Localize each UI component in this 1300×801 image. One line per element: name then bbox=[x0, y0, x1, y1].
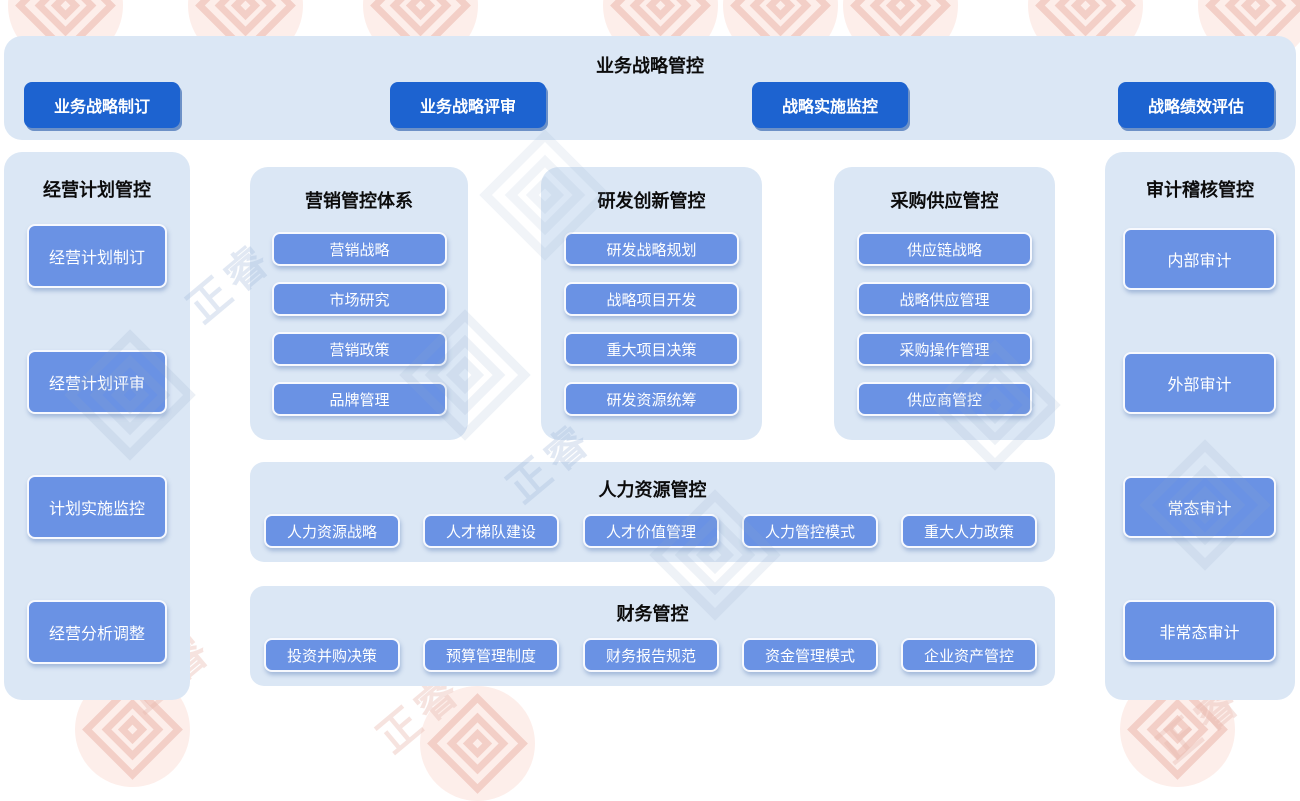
finance-item-reporting-standards[interactable]: 财务报告规范 bbox=[583, 638, 719, 672]
operating-plan-item-drafting[interactable]: 经营计划制订 bbox=[27, 224, 167, 288]
hr-item-strategy[interactable]: 人力资源战略 bbox=[264, 514, 400, 548]
marketing-title: 营销管控体系 bbox=[305, 191, 413, 211]
marketing-panel: 营销管控体系 营销战略 市场研究 营销政策 品牌管理 bbox=[250, 167, 468, 440]
rnd-panel: 研发创新管控 研发战略规划 战略项目开发 重大项目决策 研发资源统筹 bbox=[541, 167, 762, 440]
brand-watermark-icon bbox=[420, 686, 535, 801]
hr-item-talent-pipeline[interactable]: 人才梯队建设 bbox=[423, 514, 559, 548]
audit-item-irregular[interactable]: 非常态审计 bbox=[1123, 600, 1276, 662]
hr-item-control-model[interactable]: 人力管控模式 bbox=[742, 514, 878, 548]
finance-panel: 财务管控 投资并购决策 预算管理制度 财务报告规范 资金管理模式 企业资产管控 bbox=[250, 586, 1055, 686]
business-strategy-title: 业务战略管控 bbox=[596, 56, 704, 76]
procurement-panel: 采购供应管控 供应链战略 战略供应管理 采购操作管理 供应商管控 bbox=[834, 167, 1055, 440]
button-strategy-implementation-monitoring[interactable]: 战略实施监控 bbox=[752, 82, 908, 128]
hr-panel: 人力资源管控 人力资源战略 人才梯队建设 人才价值管理 人力管控模式 重大人力政… bbox=[250, 462, 1055, 562]
business-strategy-panel: 业务战略管控 业务战略制订 业务战略评审 战略实施监控 战略绩效评估 bbox=[4, 36, 1296, 140]
finance-title: 财务管控 bbox=[616, 604, 689, 624]
rnd-item-major-decisions[interactable]: 重大项目决策 bbox=[564, 332, 739, 366]
hr-item-major-policy[interactable]: 重大人力政策 bbox=[901, 514, 1037, 548]
procurement-item-supply-chain-strategy[interactable]: 供应链战略 bbox=[857, 232, 1032, 266]
button-business-strategy-review[interactable]: 业务战略评审 bbox=[390, 82, 546, 128]
operating-plan-item-monitoring[interactable]: 计划实施监控 bbox=[27, 475, 167, 539]
audit-item-external[interactable]: 外部审计 bbox=[1123, 352, 1276, 414]
operating-plan-item-analysis[interactable]: 经营分析调整 bbox=[27, 600, 167, 664]
marketing-item-research[interactable]: 市场研究 bbox=[272, 282, 447, 316]
button-strategy-performance-evaluation[interactable]: 战略绩效评估 bbox=[1118, 82, 1274, 128]
procurement-item-supplier-control[interactable]: 供应商管控 bbox=[857, 382, 1032, 416]
rnd-title: 研发创新管控 bbox=[597, 191, 706, 211]
audit-item-internal[interactable]: 内部审计 bbox=[1123, 228, 1276, 290]
marketing-item-policy[interactable]: 营销政策 bbox=[272, 332, 447, 366]
audit-item-regular[interactable]: 常态审计 bbox=[1123, 476, 1276, 538]
rnd-item-project-development[interactable]: 战略项目开发 bbox=[564, 282, 739, 316]
rnd-item-strategy-planning[interactable]: 研发战略规划 bbox=[564, 232, 739, 266]
operating-plan-title: 经营计划管控 bbox=[43, 180, 151, 200]
finance-item-capital-model[interactable]: 资金管理模式 bbox=[742, 638, 878, 672]
operating-plan-panel: 经营计划管控 经营计划制订 经营计划评审 计划实施监控 经营分析调整 bbox=[4, 152, 190, 700]
procurement-item-strategic-supply[interactable]: 战略供应管理 bbox=[857, 282, 1032, 316]
audit-panel: 审计稽核管控 内部审计 外部审计 常态审计 非常态审计 bbox=[1105, 152, 1295, 700]
hr-item-talent-value[interactable]: 人才价值管理 bbox=[583, 514, 719, 548]
marketing-item-strategy[interactable]: 营销战略 bbox=[272, 232, 447, 266]
audit-title: 审计稽核管控 bbox=[1146, 180, 1254, 200]
finance-item-budget-system[interactable]: 预算管理制度 bbox=[423, 638, 559, 672]
finance-item-asset-control[interactable]: 企业资产管控 bbox=[901, 638, 1037, 672]
hr-title: 人力资源管控 bbox=[598, 480, 707, 500]
rnd-item-resource-coordination[interactable]: 研发资源统筹 bbox=[564, 382, 739, 416]
marketing-item-brand[interactable]: 品牌管理 bbox=[272, 382, 447, 416]
button-business-strategy-drafting[interactable]: 业务战略制订 bbox=[24, 82, 180, 128]
procurement-item-operations[interactable]: 采购操作管理 bbox=[857, 332, 1032, 366]
procurement-title: 采购供应管控 bbox=[890, 191, 999, 211]
operating-plan-item-review[interactable]: 经营计划评审 bbox=[27, 350, 167, 414]
finance-item-investment-ma[interactable]: 投资并购决策 bbox=[264, 638, 400, 672]
